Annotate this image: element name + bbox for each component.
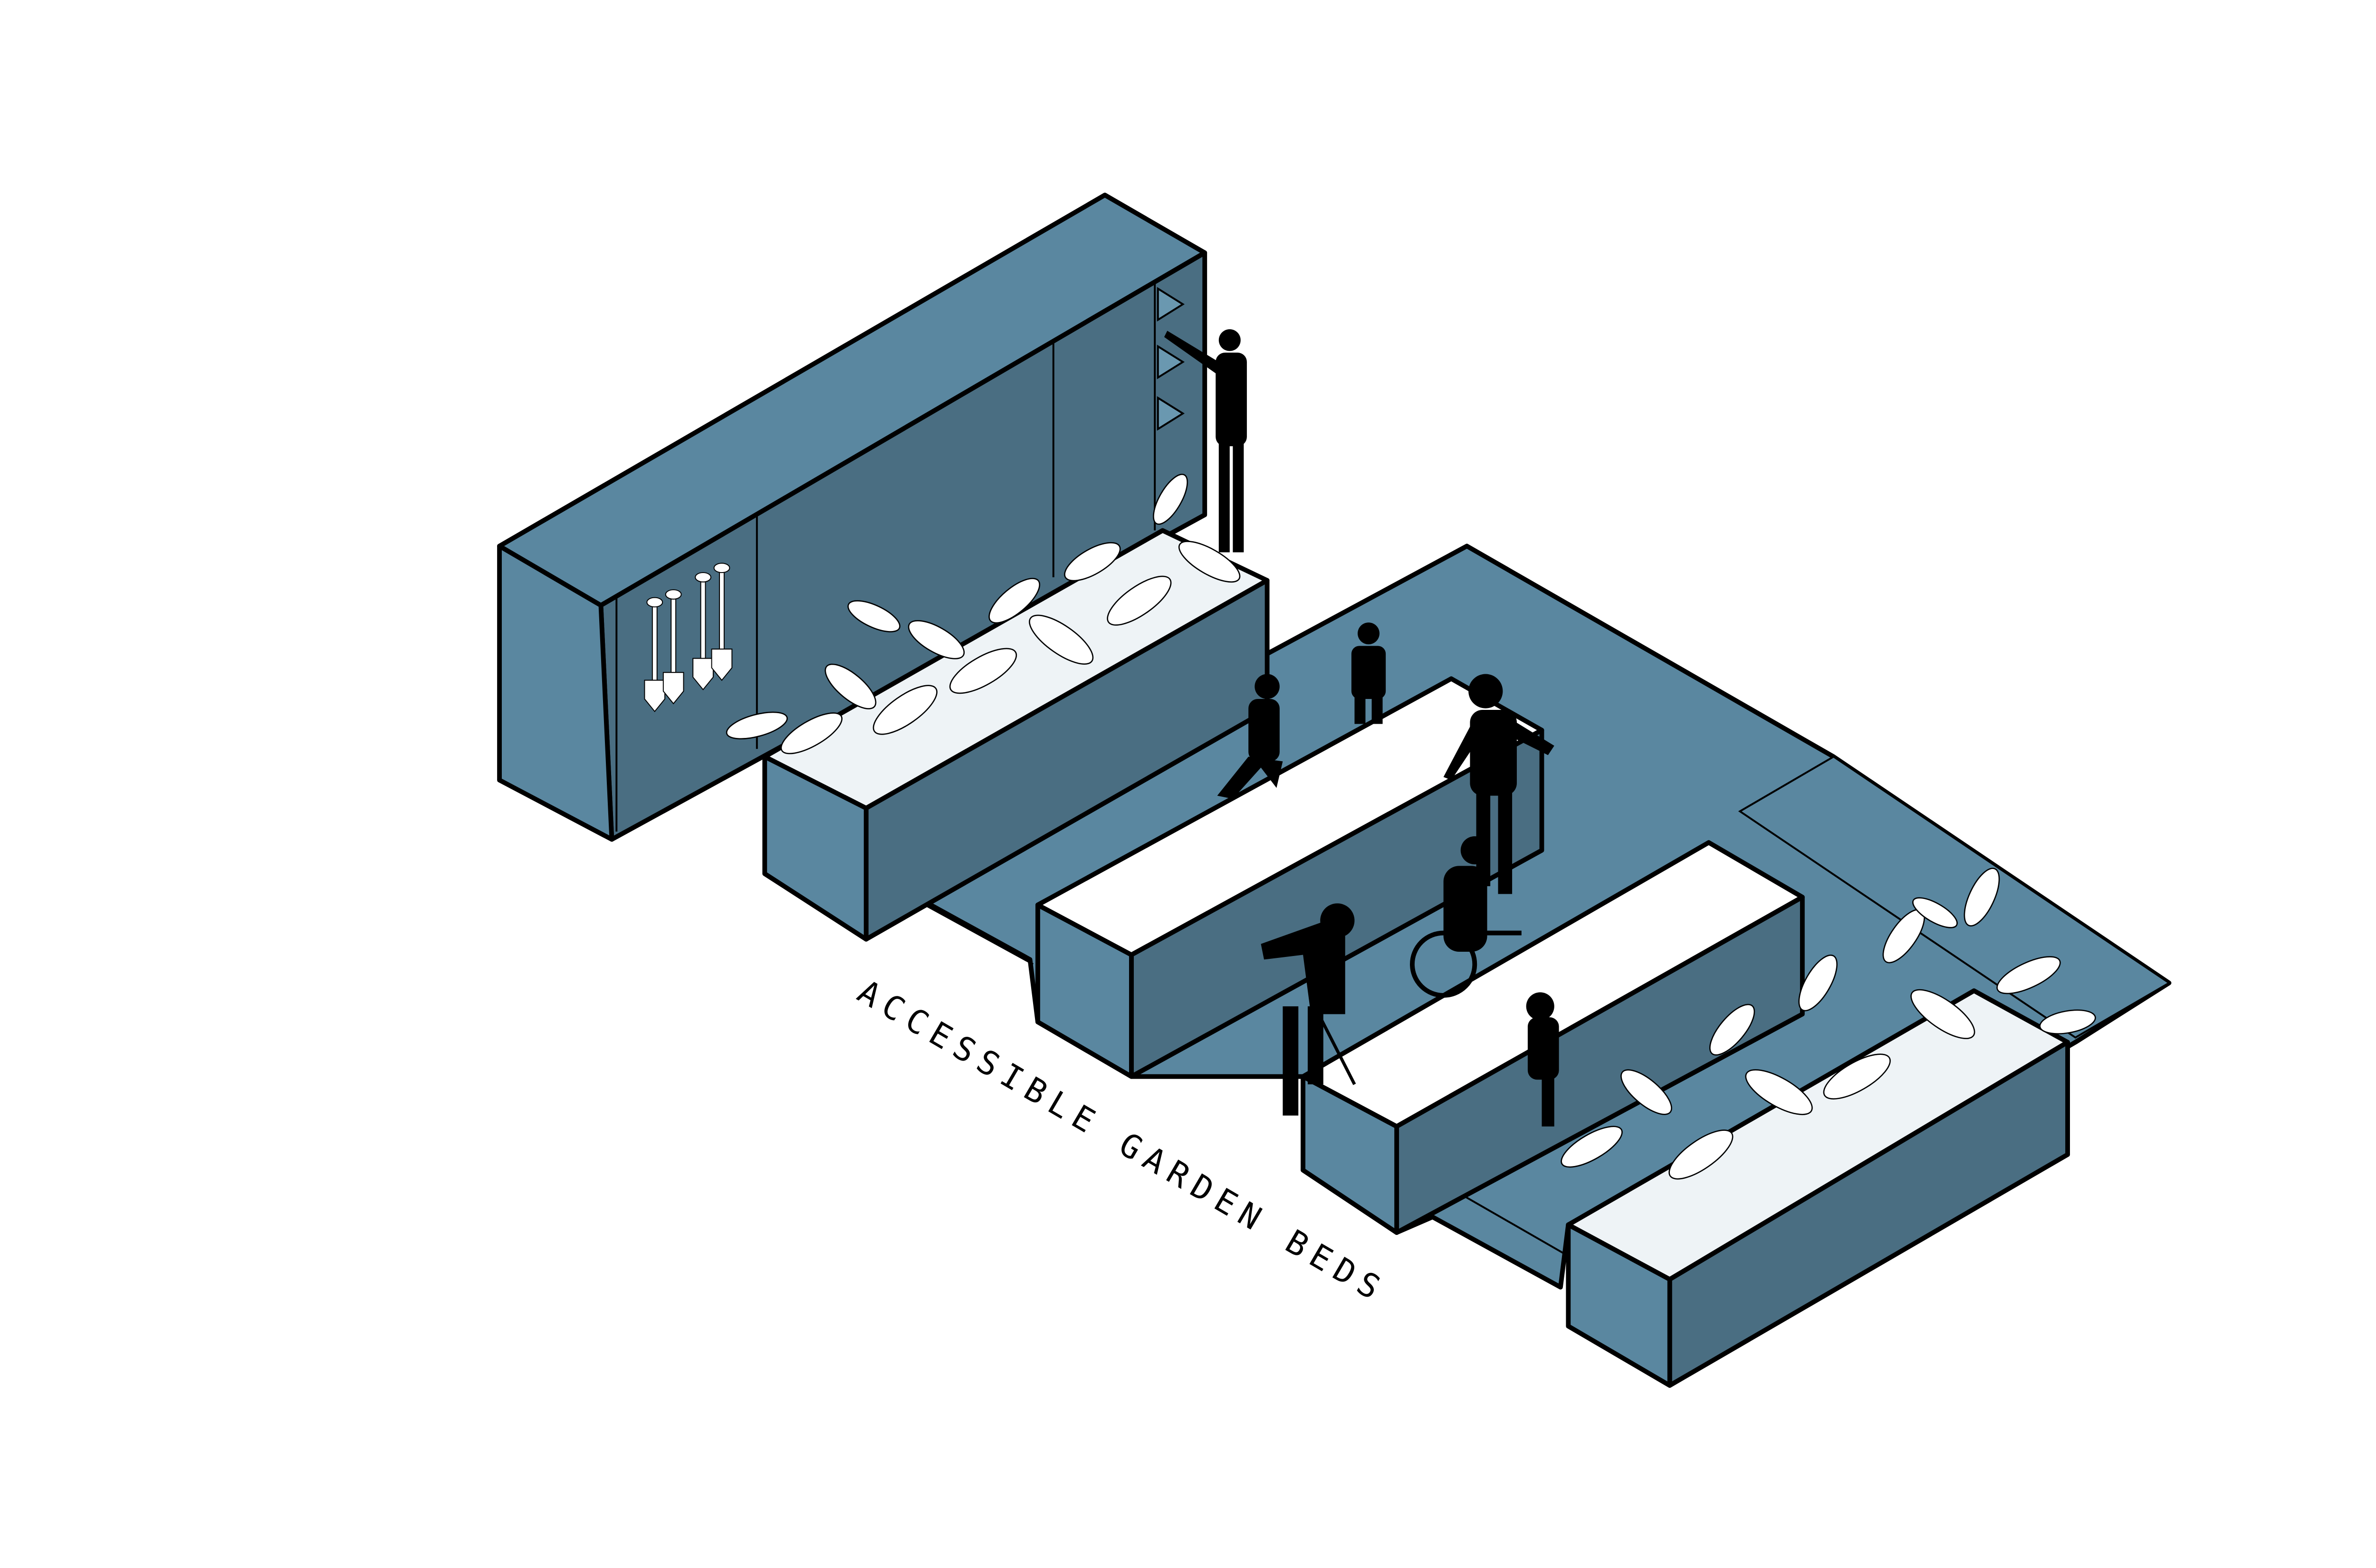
planter-bed-2 — [1561, 868, 2096, 1388]
raised-bed-1 — [1035, 676, 1544, 1079]
person-child — [1351, 622, 1386, 724]
plant-leaves — [1561, 868, 2096, 1180]
platform-step — [1738, 755, 2171, 1039]
person-silhouettes — [1164, 329, 1559, 1127]
person-child-2 — [1526, 992, 1559, 1127]
person-wheelchair-user — [1410, 836, 1522, 998]
tool-storage-cabinet — [497, 192, 1207, 842]
plant-leaves — [726, 473, 1241, 755]
planter-bed-1 — [726, 473, 1270, 942]
raised-bed-2 — [1301, 840, 1805, 1235]
person-kneeling — [1217, 674, 1283, 799]
shovel-icons — [644, 563, 733, 712]
person-standing-with-cane — [1443, 674, 1554, 894]
person-bending-with-cane — [1261, 903, 1356, 1116]
person-reaching-shelf — [1164, 329, 1247, 553]
